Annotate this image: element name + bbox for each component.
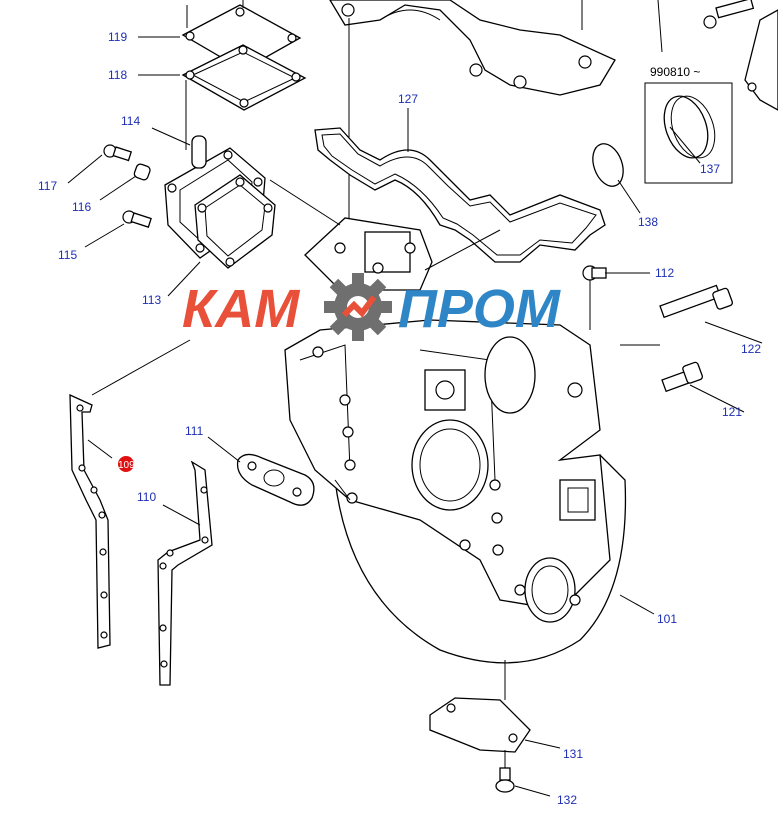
label-117: 117 (38, 179, 57, 193)
label-109-marker (118, 456, 134, 472)
plug-137-box (644, 82, 733, 184)
label-118: 118 (108, 68, 127, 82)
label-119: 119 (108, 30, 127, 44)
label-137: 137 (700, 162, 720, 176)
kamprom-watermark: КАМ ПРОМ (182, 273, 561, 341)
bolt-122 (659, 284, 733, 319)
bolt-132 (495, 750, 515, 793)
gear-icon (324, 273, 392, 341)
label-122: 122 (741, 342, 761, 356)
label-131: 131 (563, 747, 583, 761)
washer-116 (133, 163, 151, 181)
cover-plate-131 (429, 660, 531, 753)
bolt-121 (661, 361, 703, 393)
bolt-top-right (657, 0, 755, 53)
label-110: 110 (137, 490, 156, 504)
cover-gasket-118 (181, 44, 307, 111)
gasket-111 (236, 453, 315, 506)
label-113: 113 (142, 293, 161, 307)
gasket-109 (69, 393, 111, 649)
label-127: 127 (398, 92, 418, 106)
watermark-left-text: КАМ (182, 279, 300, 339)
part-labels: 119 118 114 117 116 115 113 127 137 138 … (38, 30, 761, 807)
watermark-right-text: ПРОМ (398, 279, 561, 339)
o-ring-138 (592, 143, 624, 187)
label-109: 109 (118, 460, 135, 471)
gasket-113 (194, 174, 276, 269)
right-bracket (744, 9, 778, 111)
upper-casting (329, 0, 616, 255)
label-115: 115 (58, 248, 77, 262)
label-132: 132 (557, 793, 577, 807)
leader-lines (67, 36, 763, 797)
label-138: 138 (638, 215, 658, 229)
bolt-117 (103, 144, 133, 162)
label-121: 121 (722, 405, 742, 419)
gasket-127 (314, 127, 606, 263)
bolt-115 (122, 210, 152, 228)
flywheel-housing-101 (284, 319, 627, 664)
label-101: 101 (657, 612, 677, 626)
label-114: 114 (121, 114, 140, 128)
intermediate-block (304, 217, 433, 291)
serial-note: 990810 ~ (650, 65, 700, 79)
bolt-112 (582, 265, 607, 281)
gasket-110 (157, 460, 213, 686)
label-116: 116 (72, 200, 91, 214)
label-111: 111 (185, 424, 204, 438)
label-112: 112 (655, 266, 674, 280)
